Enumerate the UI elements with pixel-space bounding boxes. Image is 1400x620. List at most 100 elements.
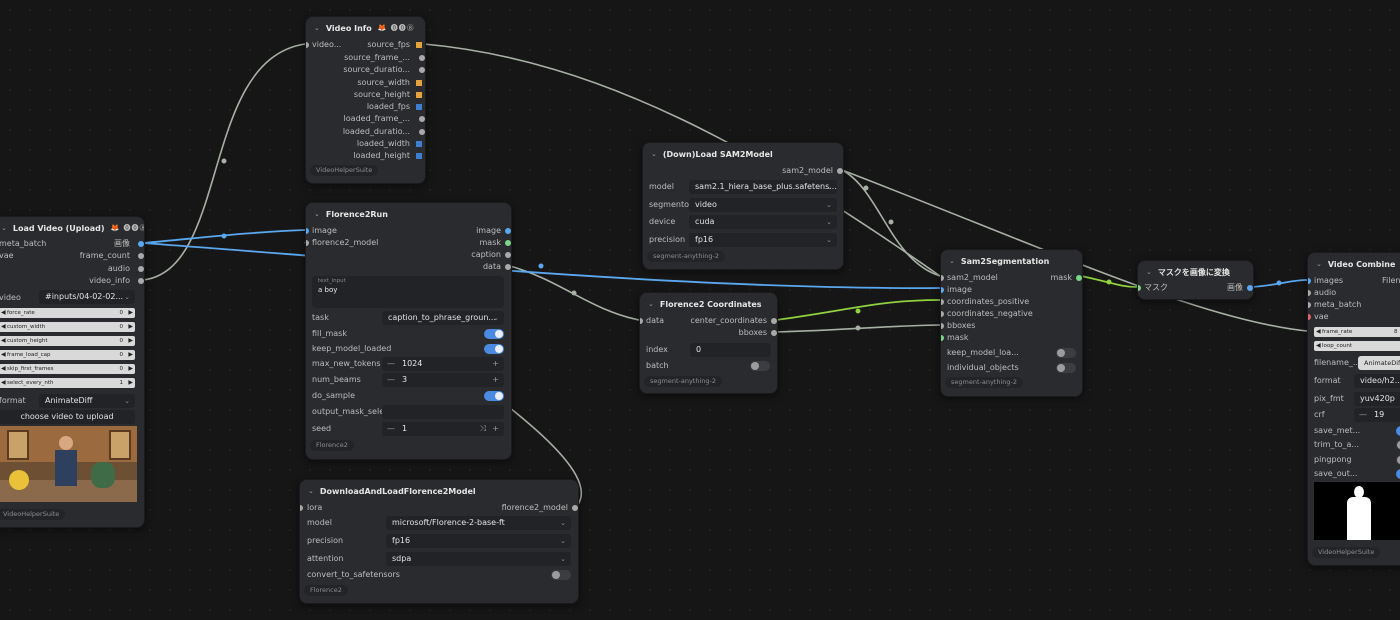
- collapse-icon[interactable]: ⌄: [314, 24, 320, 32]
- input-image[interactable]: image: [947, 285, 972, 294]
- input-audio[interactable]: audio: [1314, 288, 1337, 297]
- minus-icon[interactable]: —: [387, 375, 395, 384]
- trim-audio-toggle[interactable]: [1396, 440, 1400, 450]
- output-loaded-fps[interactable]: loaded_fps: [366, 102, 410, 111]
- collapse-icon[interactable]: ⌄: [1146, 268, 1152, 276]
- input-mask[interactable]: mask: [947, 333, 969, 342]
- node-header[interactable]: ⌄ Video Combine: [1308, 253, 1400, 275]
- output-port[interactable]: [419, 129, 425, 135]
- arrow-left-icon[interactable]: ◀: [1316, 328, 1321, 335]
- output-source-width[interactable]: source_width: [357, 78, 410, 87]
- arrow-right-icon[interactable]: ▶: [128, 365, 133, 372]
- mask-to-image-node[interactable]: ⌄ マスクを画像に変換 マスク 画像: [1137, 260, 1254, 300]
- input-vae[interactable]: vae: [1314, 312, 1329, 321]
- output-port[interactable]: [416, 153, 422, 159]
- input-mask-port[interactable]: [1138, 285, 1141, 291]
- pingpong-toggle[interactable]: [1396, 455, 1400, 465]
- input-port[interactable]: [941, 323, 944, 329]
- upload-video-button[interactable]: choose video to upload: [0, 410, 135, 424]
- output-mask-select-input[interactable]: [382, 405, 504, 419]
- output-video-info-port[interactable]: [138, 278, 144, 284]
- pix-fmt-select[interactable]: yuv420p: [1354, 392, 1400, 406]
- arrow-left-icon[interactable]: ◀: [1, 323, 6, 330]
- input-port[interactable]: [941, 275, 944, 281]
- output-loaded-frame[interactable]: loaded_frame_...: [343, 114, 410, 123]
- input-port[interactable]: [941, 311, 944, 317]
- output-port[interactable]: [419, 67, 425, 73]
- node-header[interactable]: ⌄ DownloadAndLoadFlorence2Model: [300, 480, 578, 502]
- arrow-left-icon[interactable]: ◀: [1, 365, 6, 372]
- input-video-port[interactable]: [306, 42, 309, 48]
- output-sam2-model-port[interactable]: [837, 168, 843, 174]
- precision-select[interactable]: fp16 ⌄: [689, 233, 837, 247]
- attention-select[interactable]: sdpa ⌄: [386, 552, 571, 566]
- arrow-right-icon[interactable]: ▶: [128, 309, 133, 316]
- input-image-port[interactable]: [306, 228, 309, 234]
- arrow-left-icon[interactable]: ◀: [1, 351, 6, 358]
- output-mask[interactable]: mask: [1050, 273, 1073, 282]
- download-florence2-node[interactable]: ⌄ DownloadAndLoadFlorence2Model lora flo…: [299, 479, 579, 604]
- input-meta-batch[interactable]: meta_batch: [0, 239, 47, 248]
- output-audio[interactable]: audio: [107, 264, 130, 273]
- sam2-model-select[interactable]: sam2.1_hiera_base_plus.safetens... ⌄: [689, 180, 837, 194]
- format-select[interactable]: video/h2...: [1354, 374, 1400, 388]
- video-info-node[interactable]: ⌄ Video Info 🦊 ⓿⓿⓼ video... source_fps s…: [305, 16, 426, 184]
- output-mask-port[interactable]: [1076, 275, 1082, 281]
- output-audio-port[interactable]: [138, 266, 144, 272]
- arrow-right-icon[interactable]: ▶: [128, 351, 133, 358]
- output-loaded-height[interactable]: loaded_height: [353, 151, 410, 160]
- arrow-left-icon[interactable]: ◀: [1, 309, 6, 316]
- model-select[interactable]: microsoft/Florence-2-base-ft ⌄: [386, 516, 571, 530]
- task-select[interactable]: caption_to_phrase_groun... ⌄: [382, 311, 504, 325]
- collapse-icon[interactable]: ⌄: [648, 300, 654, 308]
- save-output-toggle[interactable]: [1396, 469, 1400, 479]
- florence2run-node[interactable]: ⌄ Florence2Run image florence2_model ima…: [305, 202, 512, 460]
- node-header[interactable]: ⌄ Sam2Segmentation: [941, 250, 1082, 272]
- output-bboxes-port[interactable]: [771, 330, 777, 336]
- input-bboxes[interactable]: bboxes: [947, 321, 976, 330]
- output-image[interactable]: 画像: [1227, 283, 1243, 292]
- index-input[interactable]: 0: [690, 343, 771, 357]
- force-rate-widget[interactable]: ◀ force_rate 0 ▶: [0, 308, 135, 318]
- select-every-nth-widget[interactable]: ◀ select_every_nth 1 ▶: [0, 378, 135, 388]
- input-video[interactable]: video...: [312, 40, 342, 49]
- output-port[interactable]: [416, 141, 422, 147]
- output-florence2-model-port[interactable]: [572, 505, 578, 511]
- input-port[interactable]: [1308, 290, 1311, 296]
- frame-load-cap-widget[interactable]: ◀ frame_load_cap 0 ▶: [0, 350, 135, 360]
- input-data-port[interactable]: [640, 318, 643, 324]
- input-coordinates-negative[interactable]: coordinates_negative: [947, 309, 1033, 318]
- output-caption[interactable]: caption: [471, 250, 501, 259]
- collapse-icon[interactable]: ⌄: [308, 487, 314, 495]
- output-caption-port[interactable]: [505, 252, 511, 258]
- output-port[interactable]: [416, 104, 422, 110]
- minus-icon[interactable]: —: [387, 359, 395, 368]
- output-center-port[interactable]: [771, 318, 777, 324]
- node-header[interactable]: ⌄ (Down)Load SAM2Model: [643, 143, 843, 165]
- collapse-icon[interactable]: ⌄: [949, 257, 955, 265]
- output-source-frame[interactable]: source_frame_...: [344, 53, 410, 62]
- input-meta-batch[interactable]: meta_batch: [1314, 300, 1362, 309]
- collapse-icon[interactable]: ⌄: [651, 150, 657, 158]
- skip-first-frames-widget[interactable]: ◀ skip_first_frames 0 ▶: [0, 364, 135, 374]
- sam2-segmentation-node[interactable]: ⌄ Sam2Segmentation sam2_model image coor…: [940, 249, 1083, 397]
- output-loaded-duration[interactable]: loaded_duratio...: [342, 127, 410, 136]
- arrow-right-icon[interactable]: ▶: [128, 379, 133, 386]
- shuffle-icon[interactable]: ⤨: [479, 424, 486, 433]
- custom-height-widget[interactable]: ◀ custom_height 0 ▶: [0, 336, 135, 346]
- input-lora[interactable]: lora: [307, 503, 323, 512]
- output-mask-port[interactable]: [505, 240, 511, 246]
- input-coordinates-positive[interactable]: coordinates_positive: [947, 297, 1030, 306]
- output-bboxes[interactable]: bboxes: [738, 328, 767, 337]
- convert-toggle[interactable]: [551, 570, 571, 580]
- node-header[interactable]: ⌄ Florence2 Coordinates: [640, 293, 777, 315]
- output-port[interactable]: [416, 92, 422, 98]
- num-beams-stepper[interactable]: — 3 +: [382, 373, 504, 387]
- output-image-port[interactable]: [138, 241, 144, 247]
- arrow-right-icon[interactable]: ▶: [128, 323, 133, 330]
- filename-prefix-input[interactable]: AnimateDiff: [1358, 356, 1400, 370]
- output-data-port[interactable]: [505, 264, 511, 270]
- do-sample-toggle[interactable]: [484, 391, 504, 401]
- node-header[interactable]: ⌄ Load Video (Upload) 🦊 ⓿⓿⓼: [0, 217, 144, 239]
- arrow-right-icon[interactable]: ▶: [128, 337, 133, 344]
